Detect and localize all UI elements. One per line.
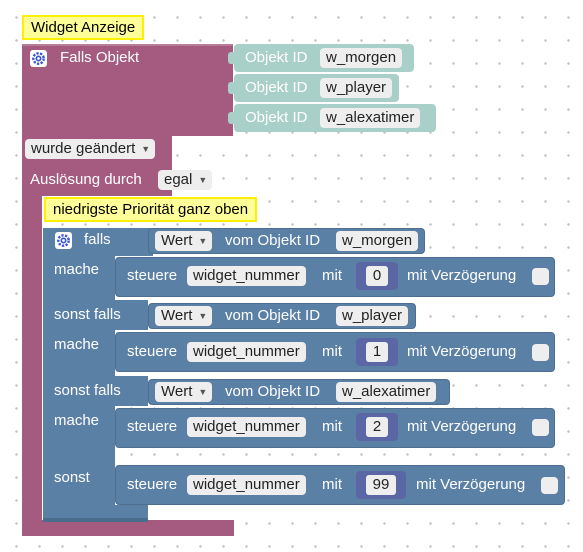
value-dropdown[interactable]: Wert ▼ bbox=[155, 306, 213, 326]
value-dropdown[interactable]: Wert ▼ bbox=[155, 231, 213, 251]
mit-label: mit bbox=[322, 343, 342, 360]
sonst-falls-label: sonst falls bbox=[54, 306, 121, 323]
connector-nub bbox=[228, 52, 235, 64]
comment-text: niedrigste Priorität ganz oben bbox=[53, 201, 249, 218]
object-id-field[interactable]: w_morgen bbox=[320, 48, 403, 68]
comment-widget-anzeige[interactable]: Widget Anzeige bbox=[22, 15, 145, 40]
falls-label: falls bbox=[84, 231, 111, 248]
steuere-label: steuere bbox=[127, 476, 178, 493]
object-id-field[interactable]: w_player bbox=[336, 306, 409, 326]
condition-dropdown[interactable]: wurde geändert ▼ bbox=[25, 139, 156, 159]
ausloesung-value: egal bbox=[164, 171, 193, 188]
delay-checkbox[interactable] bbox=[541, 477, 558, 494]
value-dropdown-label: Wert bbox=[161, 383, 193, 400]
object-id-field[interactable]: w_player bbox=[320, 78, 393, 98]
value-dropdown[interactable]: Wert ▼ bbox=[155, 382, 213, 402]
steuere-label: steuere bbox=[127, 267, 178, 284]
gear-icon[interactable] bbox=[55, 232, 72, 249]
mit-label: mit bbox=[322, 476, 342, 493]
widget-nummer-field[interactable]: widget_nummer bbox=[187, 266, 306, 286]
delay-label: mit Verzögerung bbox=[416, 476, 526, 493]
condition-value: wurde geändert bbox=[31, 140, 136, 157]
object-id-field[interactable]: w_alexatimer bbox=[320, 108, 421, 128]
object-id-label: Objekt ID bbox=[245, 49, 308, 66]
delay-checkbox[interactable] bbox=[532, 344, 549, 361]
steuere-label: steuere bbox=[127, 343, 178, 360]
widget-nummer-field[interactable]: widget_nummer bbox=[187, 417, 306, 437]
number-field[interactable]: 1 bbox=[366, 342, 388, 362]
from-object-label: vom Objekt ID bbox=[225, 232, 321, 249]
mache-label: mache bbox=[54, 412, 100, 429]
from-object-label: vom Objekt ID bbox=[225, 383, 321, 400]
dropdown-arrow-icon: ▼ bbox=[198, 311, 208, 321]
steuere-label: steuere bbox=[127, 418, 178, 435]
sonst-falls-label: sonst falls bbox=[54, 382, 121, 399]
object-id-field[interactable]: w_morgen bbox=[336, 231, 419, 251]
ausloesung-label: Auslösung durch bbox=[30, 171, 142, 188]
widget-nummer-field[interactable]: widget_nummer bbox=[187, 475, 306, 495]
trigger-label: Falls Objekt bbox=[60, 49, 140, 66]
number-field[interactable]: 0 bbox=[366, 266, 388, 286]
dropdown-arrow-icon: ▼ bbox=[198, 236, 208, 246]
ausloesung-dropdown[interactable]: egal ▼ bbox=[158, 170, 213, 190]
from-object-label: vom Objekt ID bbox=[225, 307, 321, 324]
mache-label: mache bbox=[54, 336, 100, 353]
dropdown-arrow-icon: ▼ bbox=[198, 175, 208, 185]
comment-text: Widget Anzeige bbox=[31, 19, 136, 36]
object-id-field[interactable]: w_alexatimer bbox=[336, 382, 437, 402]
object-id-label: Objekt ID bbox=[245, 79, 308, 96]
value-dropdown-label: Wert bbox=[161, 232, 193, 249]
number-field[interactable]: 2 bbox=[366, 417, 388, 437]
mache-label: mache bbox=[54, 261, 100, 278]
delay-checkbox[interactable] bbox=[532, 268, 549, 285]
dropdown-arrow-icon: ▼ bbox=[198, 387, 208, 397]
delay-label: mit Verzögerung bbox=[407, 418, 517, 435]
object-id-label: Objekt ID bbox=[245, 109, 308, 126]
delay-label: mit Verzögerung bbox=[407, 267, 517, 284]
delay-checkbox[interactable] bbox=[532, 419, 549, 436]
mit-label: mit bbox=[322, 267, 342, 284]
widget-nummer-field[interactable]: widget_nummer bbox=[187, 342, 306, 362]
value-dropdown-label: Wert bbox=[161, 307, 193, 324]
delay-label: mit Verzögerung bbox=[407, 343, 517, 360]
connector-nub bbox=[228, 82, 235, 94]
dropdown-arrow-icon: ▼ bbox=[141, 144, 151, 154]
mit-label: mit bbox=[322, 418, 342, 435]
steuere-block[interactable] bbox=[115, 465, 565, 505]
gear-icon[interactable] bbox=[30, 50, 47, 67]
number-field[interactable]: 99 bbox=[366, 475, 396, 495]
connector-nub bbox=[228, 112, 235, 124]
comment-priority[interactable]: niedrigste Priorität ganz oben bbox=[44, 197, 258, 222]
sonst-label: sonst bbox=[54, 469, 90, 486]
